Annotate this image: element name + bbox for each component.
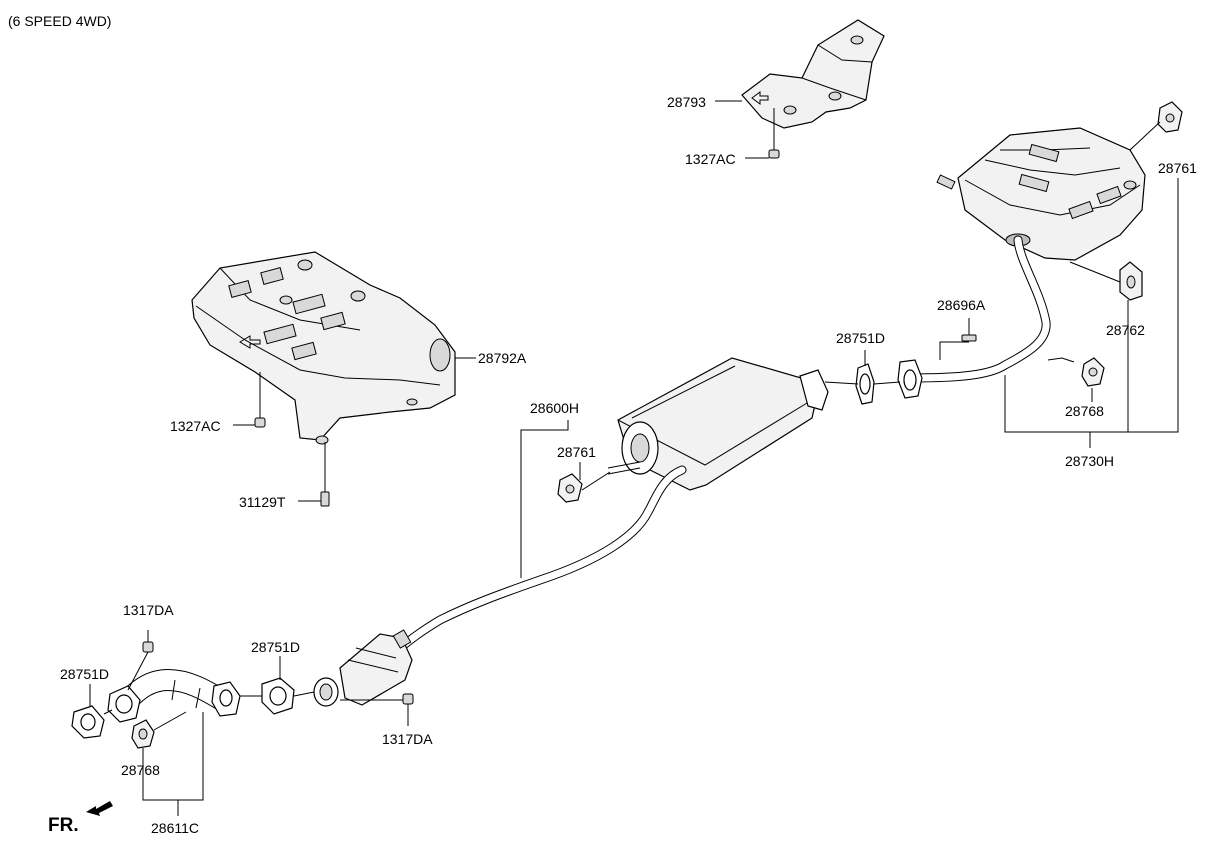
gasket-28751d-cat[interactable] xyxy=(236,677,315,715)
leader-lines xyxy=(89,100,1179,816)
variant-caption: (6 SPEED 4WD) xyxy=(8,13,112,29)
bolt-31129t[interactable] xyxy=(320,442,330,507)
rubber-hanger-28762[interactable] xyxy=(1069,261,1143,301)
label-28761-center: 28761 xyxy=(557,444,596,460)
nut-1317da-cat[interactable] xyxy=(340,693,414,726)
label-1327ac-main: 1327AC xyxy=(170,418,221,434)
nut-1327ac-upper[interactable] xyxy=(768,108,780,159)
label-28768-front: 28768 xyxy=(121,762,160,778)
label-1317da-front: 1317DA xyxy=(123,602,174,618)
label-28768-rear: 28768 xyxy=(1065,403,1104,419)
rubber-hanger-28768-rear[interactable] xyxy=(1081,357,1105,387)
label-28761-rear: 28761 xyxy=(1158,160,1197,176)
label-28730h: 28730H xyxy=(1065,453,1115,469)
label-31129t: 31129T xyxy=(239,494,286,510)
rear-pipe-flange[interactable] xyxy=(897,359,923,399)
nut-1317da-front[interactable] xyxy=(127,630,154,691)
label-28696a: 28696A xyxy=(937,297,986,313)
label-28751d-center: 28751D xyxy=(836,330,886,346)
label-1317da-cat: 1317DA xyxy=(382,731,433,747)
gasket-28751d-center[interactable] xyxy=(824,363,901,405)
rubber-hanger-28768-front[interactable] xyxy=(131,711,187,749)
catalytic-converter[interactable] xyxy=(313,629,413,707)
label-28611c: 28611C xyxy=(151,820,200,836)
center-muffler[interactable] xyxy=(617,357,829,491)
hanger-rear-bracket[interactable] xyxy=(1129,101,1183,151)
label-28792a: 28792A xyxy=(478,350,527,366)
heat-shield-main[interactable] xyxy=(191,251,456,445)
hanger-center-bracket[interactable] xyxy=(557,461,641,503)
label-28751d-front: 28751D xyxy=(60,666,110,682)
label-28762: 28762 xyxy=(1106,322,1145,338)
label-1327ac-upper: 1327AC xyxy=(685,151,736,167)
front-direction-arrow-icon xyxy=(86,801,113,816)
label-28751d-cat: 28751D xyxy=(251,639,301,655)
nut-1327ac-main[interactable] xyxy=(254,372,266,428)
front-direction-label: FR. xyxy=(48,815,79,836)
rear-muffler[interactable] xyxy=(936,127,1146,261)
front-pipe-flange[interactable] xyxy=(107,681,241,723)
heat-shield-upper[interactable] xyxy=(741,19,885,129)
gasket-28751d-front[interactable] xyxy=(71,705,113,739)
label-28793: 28793 xyxy=(667,94,706,110)
label-28600h: 28600H xyxy=(530,400,580,416)
